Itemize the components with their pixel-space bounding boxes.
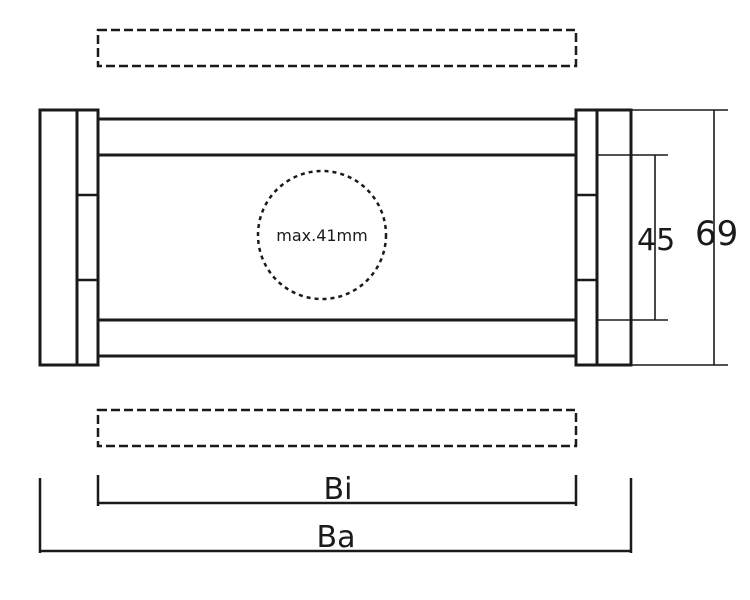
inner-width-label: Bi	[324, 472, 353, 507]
inner-width-dimension	[96, 475, 578, 506]
top-dashed-plate	[96, 28, 578, 68]
center-hole	[256, 169, 388, 301]
bottom-dashed-plate	[96, 408, 578, 448]
outer-width-label: Ba	[317, 520, 356, 555]
outer-height-label: 69	[695, 214, 738, 254]
top-rail	[96, 117, 578, 157]
inner-height-dimension	[597, 154, 668, 321]
outer-width-dimension	[38, 478, 633, 553]
outer-height-dimension	[631, 109, 728, 366]
inner-height-label: 45	[637, 223, 675, 258]
hole-size-label: max.41mm	[276, 226, 367, 245]
left-end-cap	[38, 108, 100, 367]
right-end-cap	[574, 108, 633, 367]
bottom-rail	[96, 318, 578, 358]
